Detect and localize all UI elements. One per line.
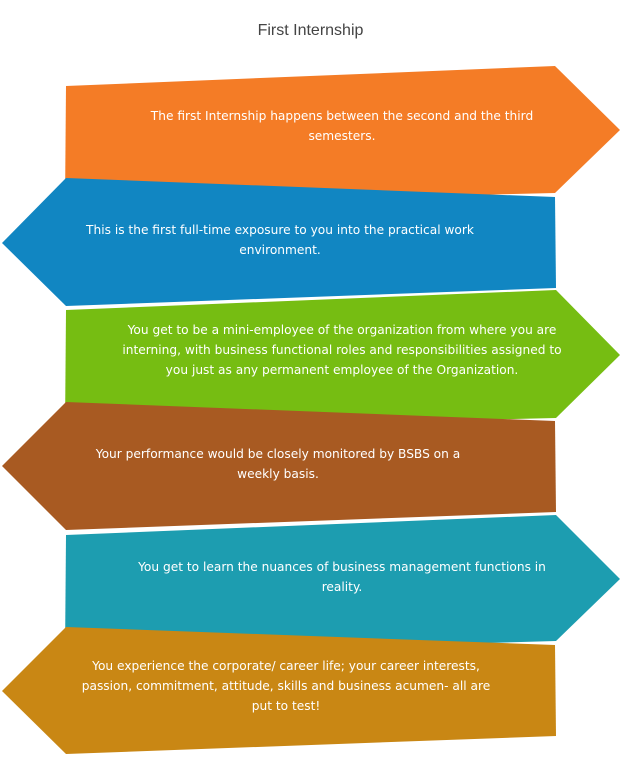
step-2-text: This is the first full-time exposure to … (86, 223, 474, 257)
step-3-text: You get to be a mini-employee of the org… (122, 323, 562, 377)
step-6-arrow (2, 627, 556, 754)
step-5-arrow (65, 515, 620, 655)
step-3-arrow (65, 290, 620, 430)
step-4-arrow (2, 402, 556, 530)
step-4-text: Your performance would be closely monito… (95, 447, 461, 481)
step-2-arrow (2, 178, 556, 306)
step-1-arrow (65, 66, 620, 205)
step-1-text: The first Internship happens between the… (150, 109, 534, 143)
diagram-title: First Internship (257, 22, 364, 39)
step-5-text: You get to learn the nuances of business… (138, 560, 546, 594)
step-6-text: You experience the corporate/ career lif… (81, 659, 491, 713)
